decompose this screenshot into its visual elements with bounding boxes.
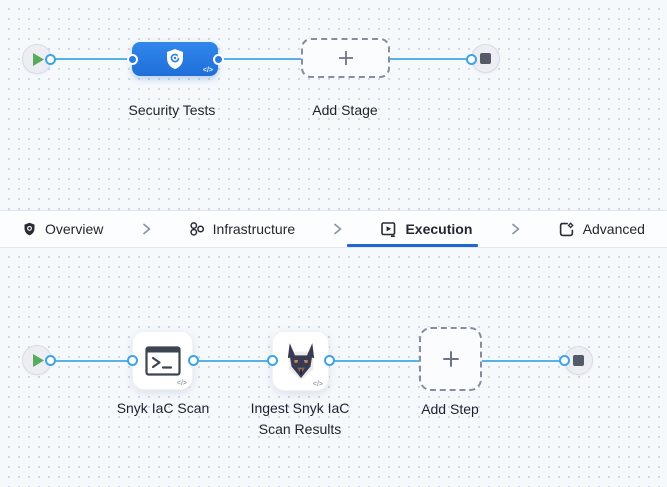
start-out-port[interactable] — [44, 355, 56, 366]
play-box-icon — [381, 221, 396, 237]
cluster-icon — [190, 222, 204, 236]
plus-icon — [338, 51, 353, 65]
plus-icon — [442, 351, 459, 367]
stage-canvas: </> Security Tests Add Stage — [0, 0, 667, 210]
stage-config-tabbar: Overview Infrastructure Execution — [0, 210, 667, 248]
execution-canvas: </> Snyk IaC Scan </> Ingest Snyk IaC Sc… — [0, 248, 667, 487]
step-card-snyk-iac-scan[interactable]: </> — [132, 331, 193, 390]
stage-in-port[interactable] — [126, 53, 138, 65]
chevron-right-icon — [140, 222, 153, 236]
stage-out-port[interactable] — [212, 53, 224, 65]
step2-out-port[interactable] — [323, 355, 335, 366]
add-stage-button[interactable] — [301, 38, 390, 78]
chevron-right-icon — [331, 222, 344, 236]
add-step-label: Add Step — [421, 401, 479, 417]
tab-overview-label: Overview — [45, 221, 104, 237]
add-stage-label: Add Stage — [312, 102, 378, 118]
tab-execution-label: Execution — [405, 221, 473, 237]
end-in-port[interactable] — [558, 355, 570, 366]
play-icon — [32, 353, 44, 367]
stage-label: Security Tests — [128, 102, 216, 118]
stage-card-security-tests[interactable]: </> — [132, 42, 218, 76]
terminal-icon — [144, 345, 181, 376]
shield-icon — [24, 222, 35, 236]
start-out-port[interactable] — [44, 53, 56, 65]
shield-gear-icon — [167, 49, 183, 69]
stop-icon — [480, 53, 491, 64]
add-step-button[interactable] — [419, 327, 482, 391]
stop-icon — [573, 355, 584, 366]
chevron-right-icon — [509, 222, 522, 236]
tab-overview[interactable]: Overview — [22, 211, 103, 247]
step1-out-port[interactable] — [187, 355, 199, 366]
step-card-ingest-snyk-results[interactable]: </> — [272, 331, 329, 391]
step1-label: Snyk IaC Scan — [116, 400, 210, 416]
tab-advanced-label: Advanced — [582, 221, 645, 237]
tab-execution[interactable]: Execution — [347, 211, 479, 247]
play-icon — [32, 52, 44, 66]
end-in-port[interactable] — [465, 53, 477, 65]
box-gear-icon — [559, 222, 574, 236]
stage-connector-line — [50, 58, 471, 60]
yaml-code-icon: </> — [312, 381, 323, 388]
tab-advanced[interactable]: Advanced — [558, 211, 645, 247]
step2-label: Ingest Snyk IaC Scan Results — [250, 400, 350, 437]
yaml-code-icon: </> — [202, 67, 213, 74]
step2-in-port[interactable] — [266, 355, 278, 366]
tab-infrastructure-label: Infrastructure — [212, 221, 296, 237]
snyk-dog-icon — [287, 343, 314, 380]
tab-infrastructure[interactable]: Infrastructure — [189, 211, 295, 247]
yaml-code-icon: </> — [176, 380, 187, 387]
step1-in-port[interactable] — [126, 355, 138, 366]
